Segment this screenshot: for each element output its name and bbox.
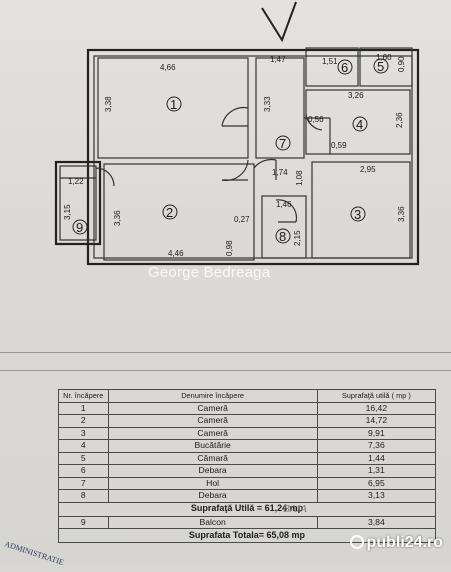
divider (0, 370, 451, 371)
room-label-3: 3 (354, 207, 361, 222)
dim-r9-width: 1,22 (68, 177, 84, 186)
dim-hall-b: 1,08 (295, 170, 304, 186)
useful-total-row: Suprafaţă Utilă = 61,24 mp (58, 501, 436, 517)
dim-r2-stub: 0,27 (234, 215, 250, 224)
room-label-1: 1 (170, 97, 177, 112)
table-row: 3 Cameră 9,91 (58, 426, 437, 440)
room-label-2: 2 (166, 205, 173, 220)
dim-r3-height: 3,36 (397, 206, 406, 222)
stamp: ADMINISTRATIE (3, 539, 65, 567)
dim-r5-width: 1,60 (376, 53, 392, 62)
dim-r9-height: 3,15 (63, 204, 72, 220)
dim-door-top: 1,47 (270, 55, 286, 64)
dim-r2-small: 0,98 (225, 240, 234, 256)
table-row: 7 Hol 6,95 (58, 476, 437, 490)
dim-r1-width: 4,66 (160, 63, 176, 72)
handwritten-note: BAIA (283, 503, 307, 515)
grand-total: Suprafata Totala= 65,08 mp (58, 528, 436, 543)
room-label-5: 5 (377, 59, 384, 74)
dim-r8-height: 2,15 (293, 230, 302, 246)
room-label-9: 9 (76, 220, 83, 235)
brand-logo: publi24.ro (349, 534, 443, 552)
grand-total-row: Suprafata Totala= 65,08 mp (58, 528, 436, 543)
useful-total: Suprafaţă Utilă = 61,24 mp (58, 501, 436, 517)
dim-r2-height: 3,36 (113, 210, 122, 226)
table-row: 5 Cămară 1,44 (58, 451, 437, 465)
table-row: 4 Bucătărie 7,36 (58, 439, 437, 453)
dim-r2-width: 4,46 (168, 249, 184, 258)
dim-r4-width: 3,26 (348, 91, 364, 100)
table-row: 8 Debara 3,13 (58, 489, 437, 503)
brand-text: publi24.ro (366, 534, 443, 551)
rooms-table: Nr. încăpere Denumire încăpere Suprafaţă… (58, 389, 437, 543)
room-label-8: 8 (279, 229, 286, 244)
room-label-4: 4 (356, 117, 363, 132)
room-label-7: 7 (279, 136, 286, 151)
watermark: George Bedreaga (148, 264, 271, 281)
dim-r5-height: 0,90 (397, 56, 406, 72)
table-header-row: Nr. încăpere Denumire încăpere Suprafaţă… (58, 389, 437, 403)
table-row: 2 Cameră 14,72 (58, 414, 437, 428)
divider (0, 352, 451, 353)
header-area: Suprafaţă utilă ( mp ) (316, 389, 437, 403)
dim-r3-width: 2,95 (360, 165, 376, 174)
dim-r7-a: 0,56 (308, 115, 324, 124)
dim-r7-height: 3,33 (263, 96, 272, 112)
table-row: 1 Cameră 16,42 (58, 401, 437, 415)
dim-hall-a: 1,74 (272, 168, 288, 177)
dim-r1-height: 3,38 (104, 96, 113, 112)
room-label-6: 6 (341, 60, 348, 75)
header-name: Denumire încăpere (107, 389, 318, 403)
header-nr: Nr. încăpere (58, 389, 109, 403)
table-row: 9 Balcon 3,84 (58, 515, 437, 529)
floor-plan: 1 2 3 4 5 6 7 8 9 4,66 3,38 3,36 4,46 0,… (54, 1, 420, 266)
table-row: 6 Debara 1,31 (58, 464, 437, 478)
dim-r4-height: 2,36 (395, 112, 404, 128)
dim-r7-b: 0,59 (331, 141, 347, 150)
dim-r6-width: 1,51 (322, 57, 338, 66)
dim-r8-width: 1,46 (276, 200, 292, 209)
brand-circle-icon (349, 535, 364, 549)
